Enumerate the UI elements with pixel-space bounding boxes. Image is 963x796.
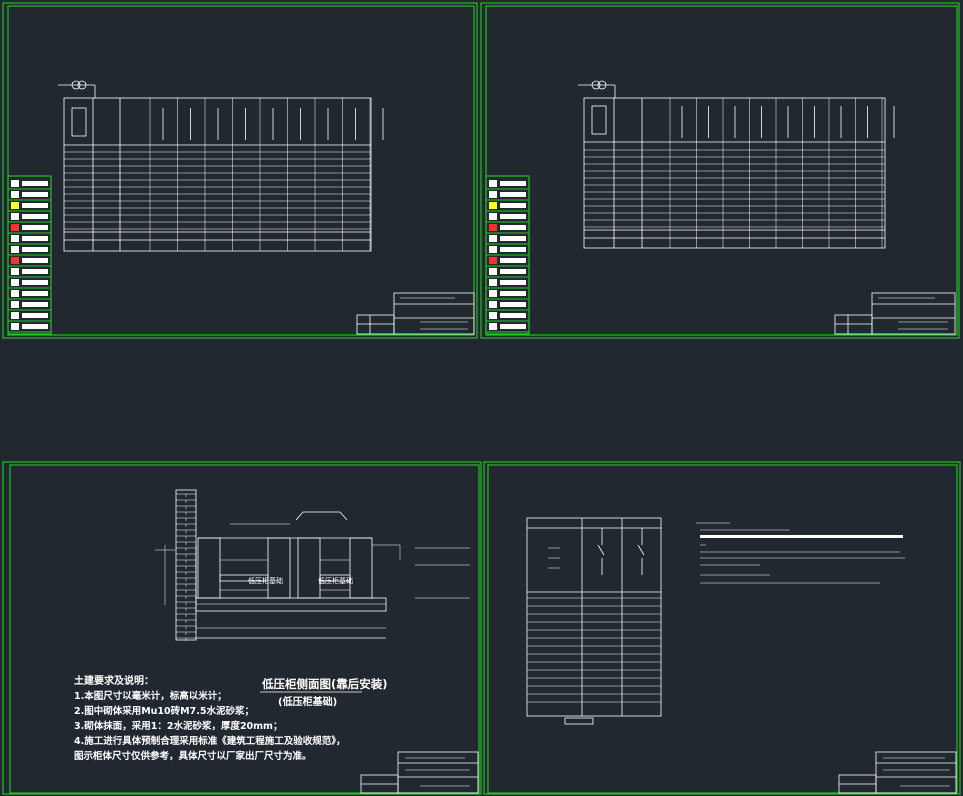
legend-swatch-icon <box>489 290 497 297</box>
legend-swatch-icon <box>11 301 19 308</box>
sheet-4-inner-frame <box>487 464 958 794</box>
sheet-4-outer-frame <box>483 461 961 795</box>
note-line-1: 1.本图尺寸以毫米计，标高以米计； <box>74 690 227 702</box>
legend-swatch-icon <box>11 257 19 264</box>
legend-swatch-icon <box>489 191 497 198</box>
legend-swatch-icon <box>11 323 19 330</box>
cabinet-left-label: 低压柜基础 <box>248 576 283 585</box>
legend-swatch-icon <box>489 301 497 308</box>
legend-swatch-icon <box>489 268 497 275</box>
section-title: 低压柜侧面图(靠后安装) <box>261 677 388 691</box>
legend-swatch-icon <box>11 235 19 242</box>
sheet-2-inner-frame <box>485 5 958 336</box>
note-line-4: 4.施工进行具体预制合理采用标准《建筑工程施工及验收规范》， <box>74 735 345 747</box>
legend-swatch-icon <box>11 246 19 253</box>
sheet-2-sld-table <box>583 97 895 249</box>
legend-swatch-icon <box>11 202 19 209</box>
legend-swatch-icon <box>489 202 497 209</box>
foundation-section <box>155 511 470 639</box>
legend-swatch-icon <box>489 323 497 330</box>
note-line-5: 图示柜体尺寸仅供参考，具体尺寸以厂家出厂尺寸为准。 <box>74 750 312 762</box>
sheet-1-title-block <box>356 292 475 335</box>
sheet-4-title-block <box>838 751 957 794</box>
legend-swatch-icon <box>11 224 19 231</box>
sheet-3[interactable]: 低压柜基础 低压柜基础 低压柜侧面图(靠后安装) (低压柜基础) 土建要求及说明… <box>2 461 482 795</box>
legend-swatch-icon <box>489 235 497 242</box>
switch-symbol-icon <box>597 528 605 575</box>
breaker-symbol-icon <box>637 528 645 575</box>
legend-swatch-icon <box>11 191 19 198</box>
sheet-4[interactable] <box>483 461 961 795</box>
sheet-4-sld-table <box>526 517 662 725</box>
legend-swatch-icon <box>489 312 497 319</box>
brick-wall <box>175 489 197 641</box>
legend-swatch-icon <box>11 213 19 220</box>
sheet-1-incoming-symbol <box>58 80 96 98</box>
sheet-4-notes <box>696 522 905 584</box>
legend-swatch-icon <box>489 224 497 231</box>
sheet-2-title-block <box>834 292 956 335</box>
note-line-2: 2.图中砌体采用Mu10砖M7.5水泥砂浆； <box>74 705 254 717</box>
legend-swatch-icon <box>11 268 19 275</box>
cabinet-block <box>591 105 607 135</box>
sheet-1[interactable] <box>2 2 478 339</box>
sheet-1-sld-table <box>63 97 384 252</box>
cabinet-right-label: 低压柜基础 <box>318 576 353 585</box>
sheet-1-inner-frame <box>7 5 475 336</box>
cabinet-block <box>71 107 87 137</box>
legend-swatch-icon <box>489 279 497 286</box>
legend-swatch-icon <box>489 257 497 264</box>
sheet-2-outer-frame <box>480 2 960 339</box>
legend-swatch-icon <box>489 180 497 187</box>
legend-swatch-icon <box>11 290 19 297</box>
sheet-2-incoming-symbol <box>578 80 616 98</box>
legend-swatch-icon <box>489 213 497 220</box>
note-line-3: 3.砌体抹面，采用1：2水泥砂浆，厚度20mm； <box>74 720 282 732</box>
legend-swatch-icon <box>11 312 19 319</box>
sheet-3-outer-frame <box>2 461 482 795</box>
legend-swatch-icon <box>11 279 19 286</box>
legend-swatch-icon <box>11 180 19 187</box>
sheet-1-outer-frame <box>2 2 478 339</box>
sheet-2[interactable] <box>480 2 960 339</box>
section-subtitle: (低压柜基础) <box>278 695 337 708</box>
notes-title: 土建要求及说明： <box>74 674 154 687</box>
legend-swatch-icon <box>489 246 497 253</box>
sheet-3-inner-frame <box>9 464 480 794</box>
sheet-1-legend <box>7 175 52 335</box>
sheet-2-legend <box>485 175 530 335</box>
sheet-3-title-block <box>360 751 479 794</box>
